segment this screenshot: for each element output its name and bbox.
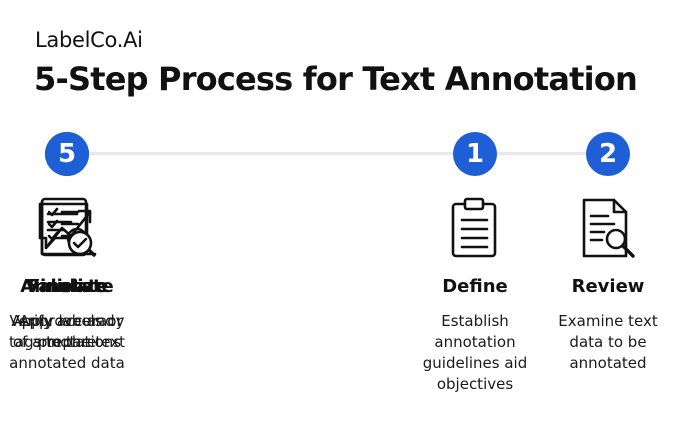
step-number-badge: 5 <box>45 132 89 176</box>
step-label: Define <box>442 276 508 297</box>
trend-chart-icon <box>37 196 97 260</box>
step-connector-line <box>78 152 618 155</box>
brand-logo: LabelCo.Ai <box>35 28 143 52</box>
page-title: 5-Step Process for Text Annotation <box>34 60 638 98</box>
step-description: Verify accuracy of annotations <box>9 312 125 351</box>
clipboard-list-icon <box>445 196 505 260</box>
step-label: Finalize <box>27 276 107 297</box>
step-number-badge: 1 <box>453 132 497 176</box>
step-description: Establish annotation guidelines aid obje… <box>422 312 528 393</box>
step-label: Review <box>571 276 645 297</box>
document-magnifier-icon <box>578 196 638 260</box>
step-number-badge: 2 <box>586 132 630 176</box>
step-description: Examine text data to be annotated <box>558 312 658 372</box>
step-label: Validate <box>25 276 109 297</box>
step-description: Apply labels or tags to the text <box>9 312 125 351</box>
step-label: Annotate <box>20 276 114 297</box>
step-description: Approve and prepare annotated data <box>9 312 125 372</box>
